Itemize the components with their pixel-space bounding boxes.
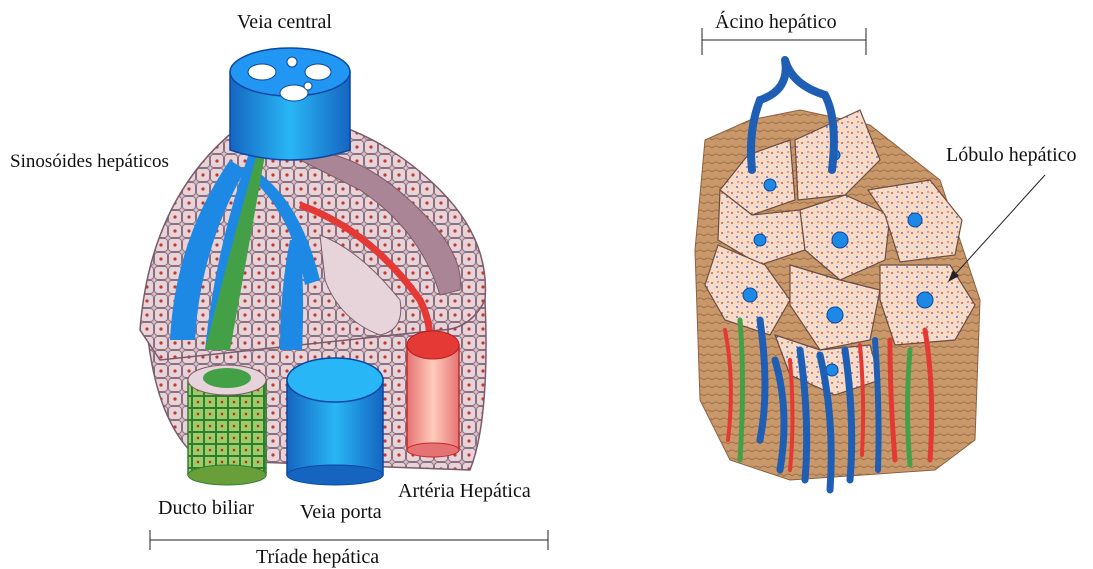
central-vein — [230, 48, 350, 160]
bile-duct-cylinder — [188, 365, 266, 485]
label-sinusoids: Sinosóides hepáticos — [10, 152, 169, 171]
lobule-pointer-arrow — [948, 175, 1045, 282]
hepatic-artery-cylinder — [407, 331, 459, 457]
portal-vein-cylinder — [287, 358, 383, 485]
label-central-vein: Veia central — [237, 12, 332, 32]
label-acinus: Ácino hepático — [715, 12, 837, 32]
label-lobule: Lóbulo hepático — [946, 145, 1077, 165]
label-bile-duct: Ducto biliar — [158, 498, 254, 518]
label-portal-vein: Veia porta — [300, 502, 382, 522]
liver-tissue-block — [695, 60, 980, 490]
label-triad: Tríade hepática — [256, 547, 379, 567]
label-hepatic-artery: Artéria Hepática — [398, 481, 531, 501]
